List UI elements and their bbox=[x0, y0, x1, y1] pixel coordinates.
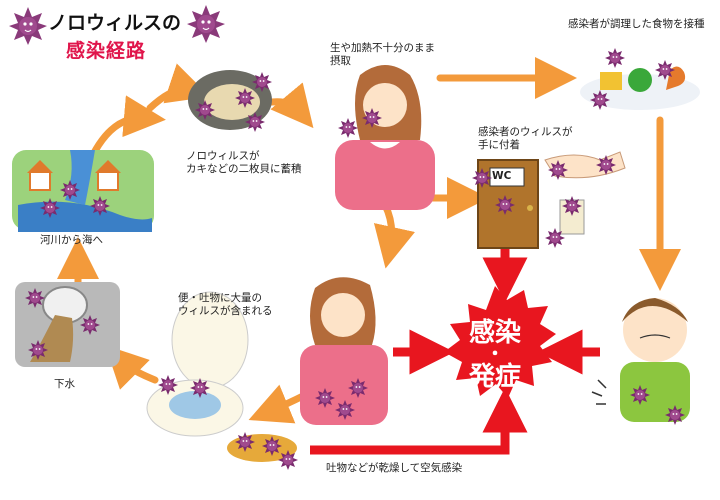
label-sewer: 下水 bbox=[54, 378, 75, 390]
food-plate bbox=[580, 48, 700, 110]
virus-icon bbox=[187, 5, 225, 43]
label-shellfish: ノロウィルスが カキなどの二枚貝に蓄積 bbox=[186, 150, 302, 176]
toilet-scene bbox=[146, 291, 298, 470]
label-hands: 感染者のウィルスが 手に付着 bbox=[478, 126, 573, 152]
label-airborne: 吐物などが乾燥して空気感染 bbox=[326, 462, 463, 474]
oyster-scene bbox=[188, 70, 272, 132]
label-raw-eating: 生や加熱不十分のまま 摂取 bbox=[330, 42, 435, 68]
center-line2: 発症 bbox=[468, 362, 521, 392]
center-line1: 感染 bbox=[468, 318, 521, 348]
toilet-door-scene bbox=[472, 151, 626, 249]
sewer-scene bbox=[15, 282, 120, 367]
label-food-prep: 感染者が調理した食物を接種 bbox=[568, 18, 705, 30]
label-vomit: 便・吐物に大量の ウィルスが含まれる bbox=[178, 292, 273, 318]
label-hands-line2: 手に付着 bbox=[478, 139, 520, 151]
sick-woman-figure bbox=[300, 277, 388, 425]
label-raw-eating-line1: 生や加熱不十分のまま bbox=[330, 42, 435, 54]
wc-sign: WC bbox=[492, 170, 512, 182]
label-hands-line1: 感染者のウィルスが bbox=[478, 126, 573, 138]
title-line2: 感染経路 bbox=[66, 40, 147, 62]
label-river: 河川から海へ bbox=[40, 234, 103, 246]
orange-arrows bbox=[57, 57, 681, 424]
river-scene bbox=[12, 150, 154, 232]
infection-burst bbox=[444, 286, 556, 398]
label-vomit-line2: ウィルスが含まれる bbox=[178, 305, 273, 317]
virus-icon bbox=[9, 7, 47, 45]
title-line1: ノロウィルスの bbox=[48, 12, 182, 34]
label-raw-eating-line2: 摂取 bbox=[330, 55, 351, 67]
eating-woman-figure bbox=[335, 65, 435, 210]
infection-onset-text: 感染 ・ 発症 bbox=[452, 318, 538, 392]
label-shellfish-line2: カキなどの二枚貝に蓄積 bbox=[186, 163, 302, 175]
center-dot: ・ bbox=[486, 344, 504, 365]
sick-boy-figure bbox=[591, 298, 690, 425]
label-shellfish-line1: ノロウィルスが bbox=[186, 150, 260, 162]
label-vomit-line1: 便・吐物に大量の bbox=[178, 292, 262, 304]
